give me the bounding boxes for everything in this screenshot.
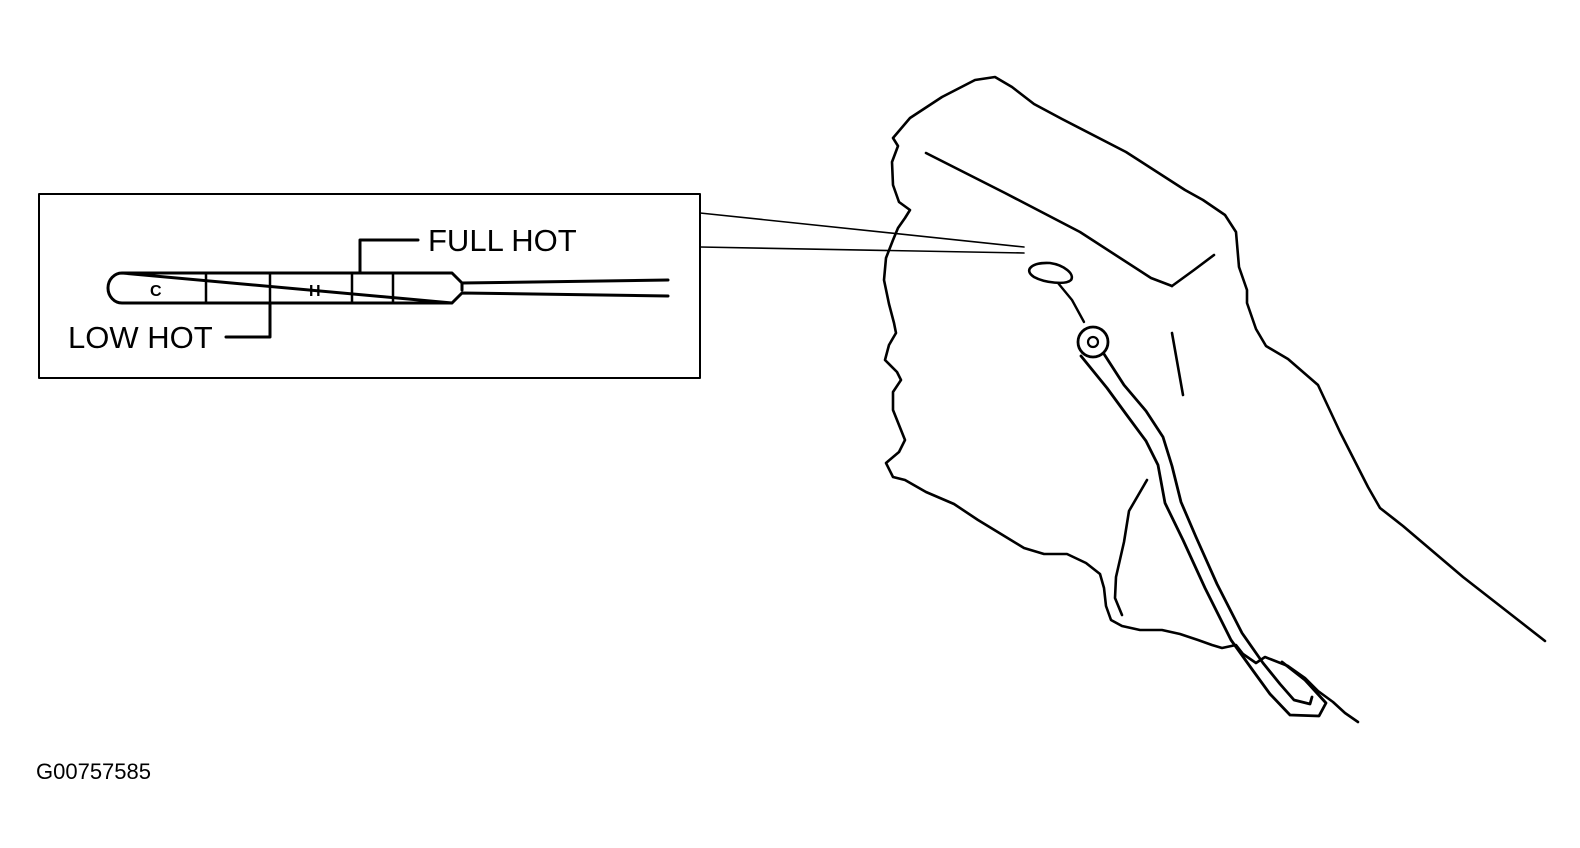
housing-inner-contour (1113, 478, 1149, 617)
dipstick-low-mark: C (150, 283, 162, 300)
engine-outline (882, 75, 1547, 724)
full-hot-leader (358, 238, 420, 275)
dipstick-tube-outer (1079, 354, 1328, 718)
inset-frame (38, 193, 701, 379)
inset-leader-upper (699, 212, 1025, 248)
dipstick-detail-inset: C H FULL HOT LOW HOT (38, 193, 1025, 379)
dipstick-handle (1028, 261, 1074, 285)
engine-sketch (882, 75, 1547, 724)
figure-id-label: G00757585 (36, 759, 151, 784)
inset-leader-lower (699, 246, 1025, 254)
dipstick-shaft (1056, 281, 1086, 324)
dipstick-tube-inner (1102, 352, 1314, 706)
cover-corner-line (1170, 253, 1216, 288)
cover-edge-line (924, 151, 1174, 288)
dipstick-high-mark: H (309, 283, 321, 300)
low-hot-label: LOW HOT (68, 320, 213, 355)
dipstick-tube-seal-inner (1086, 335, 1100, 349)
full-hot-label: FULL HOT (428, 223, 577, 258)
dipstick-blade-outline (106, 271, 670, 305)
cover-side-line (1170, 331, 1185, 397)
dipstick-tube-seal (1076, 325, 1110, 359)
low-hot-leader (224, 301, 272, 339)
dipstick-blade: C H (106, 271, 670, 305)
